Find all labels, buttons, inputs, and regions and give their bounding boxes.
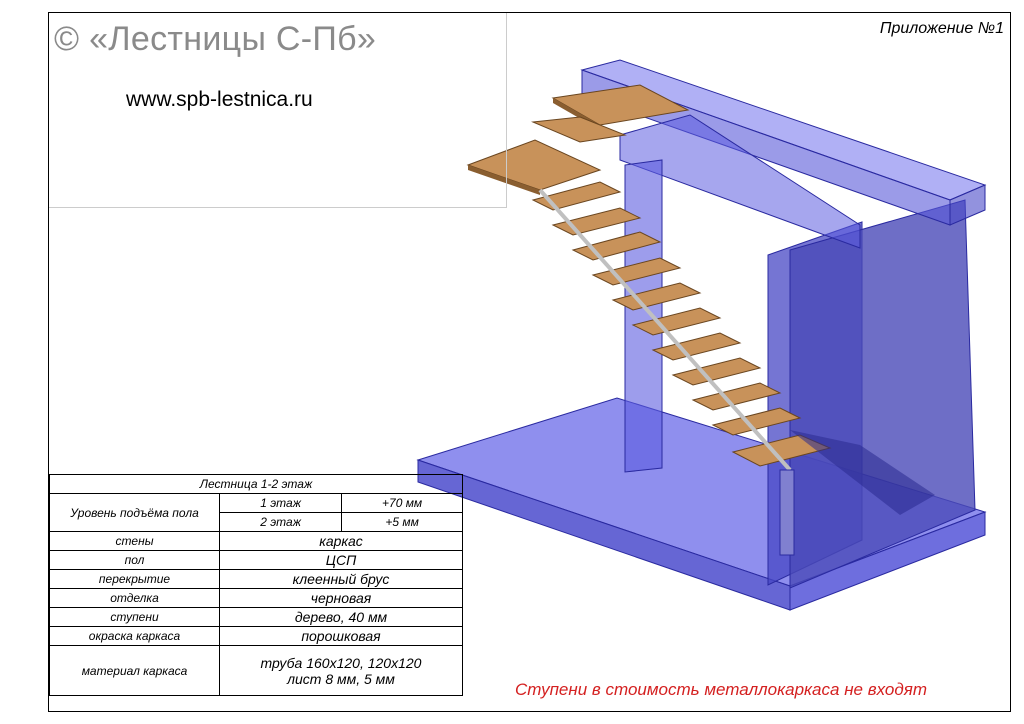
appendix-label: Приложение №1: [879, 20, 1004, 37]
title-overlay: [49, 13, 507, 208]
material-line-1: труба 160х120, 120х120: [260, 654, 422, 671]
spec-table: Лестница 1-2 этаж Уровень подъёма пола 1…: [49, 474, 463, 696]
floor-slab-side: [789, 511, 986, 611]
spec-row-value: каркас: [219, 531, 463, 551]
lower-shadow-steps: [790, 430, 935, 515]
spec-row-label: перекрытие: [49, 569, 220, 589]
floor1-value: +70 мм: [341, 493, 463, 513]
stringer: [538, 188, 792, 472]
spec-row-label: отделка: [49, 588, 220, 608]
floor2-value: +5 мм: [341, 512, 463, 532]
floor-level-label: Уровень подъёма пола: [49, 493, 220, 532]
spec-row-label: пол: [49, 550, 220, 570]
copyright-text: © «Лестницы С-Пб»: [54, 20, 377, 58]
step-top-2: [531, 116, 627, 143]
price-note: Ступени в стоимость металлокаркаса не вх…: [515, 680, 928, 699]
material-value: труба 160х120, 120х120 лист 8 мм, 5 мм: [219, 645, 463, 696]
spec-row-value: черновая: [219, 588, 463, 608]
support-post: [779, 469, 795, 556]
floor2-label: 2 этаж: [218, 512, 343, 532]
spec-row-value: ЦСП: [219, 550, 463, 570]
central-column: [624, 159, 663, 473]
material-line-2: лист 8 мм, 5 мм: [287, 670, 395, 687]
cross-beam: [619, 114, 861, 249]
upper-beam-side: [949, 184, 986, 226]
material-label: материал каркаса: [49, 645, 220, 696]
spec-row-label: ступени: [49, 607, 220, 627]
mid-landing: [466, 139, 602, 195]
floor1-label: 1 этаж: [218, 493, 343, 513]
spec-row-value: порошковая: [219, 626, 463, 646]
drawing-frame: [48, 12, 1011, 712]
spec-title: Лестница 1-2 этаж: [49, 474, 463, 494]
website-url[interactable]: www.spb-lestnica.ru: [126, 88, 313, 111]
spec-row-value: клеенный брус: [219, 569, 463, 589]
spec-row-value: дерево, 40 мм: [219, 607, 463, 627]
spec-row-label: окраска каркаса: [49, 626, 220, 646]
spec-row-label: стены: [49, 531, 220, 551]
